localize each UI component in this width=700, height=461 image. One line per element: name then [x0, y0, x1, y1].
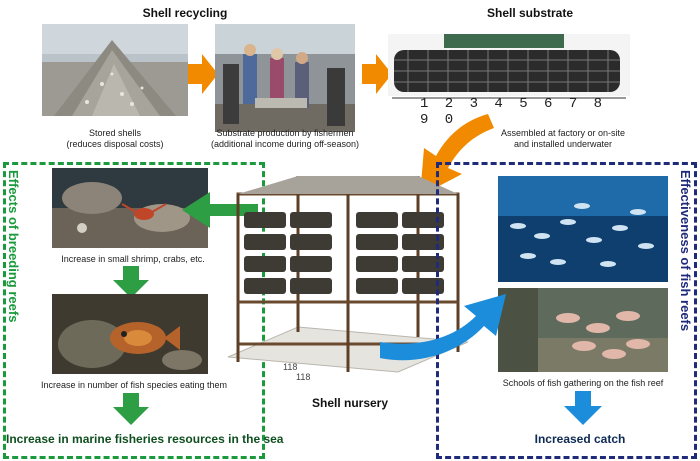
fish-reefs-side-title: Effectiveness of fish reefs [678, 170, 693, 332]
breeding-reefs-side-title: Effects of breeding reefs [6, 170, 21, 323]
assembled-caption: Assembled at factory or on-site and inst… [478, 128, 648, 150]
fish-gathering-caption: Schools of fish gathering on the fish re… [502, 378, 664, 388]
assembled-caption-line-2: and installed underwater [513, 139, 613, 149]
shell-substrate-title: Shell substrate [486, 6, 574, 20]
shell-substrate-photo [388, 34, 630, 118]
orange-arrow-1 [188, 52, 218, 96]
shell-nursery-title: Shell nursery [311, 396, 389, 410]
green-arrow-left [180, 190, 258, 230]
base-label-2: 118 [296, 372, 311, 382]
breeding-reefs-frame [3, 162, 265, 459]
green-arrow-down-2 [113, 393, 149, 425]
shrimp-crab-photo [52, 168, 208, 248]
reef-fish-photo [498, 288, 668, 372]
fish-species-caption: Increase in number of fish species eatin… [40, 380, 228, 390]
substrate-caption-line-1: Substrate production by fishermen [216, 128, 354, 138]
stored-shells-caption-line-1: Stored shells [88, 128, 142, 138]
stored-shells-caption: Stored shells (reduces disposal costs) [40, 128, 190, 150]
assembled-caption-line-1: Assembled at factory or on-site [500, 128, 626, 138]
green-arrow-down-1 [113, 266, 149, 298]
orange-arrow-2 [362, 52, 392, 96]
blue-curved-arrow [380, 286, 506, 366]
substrate-caption: Substrate production by fishermen (addit… [200, 128, 370, 150]
fish-species-photo [52, 294, 208, 374]
fish-reefs-frame [436, 162, 697, 459]
shell-recycling-title: Shell recycling [142, 6, 228, 20]
stored-shells-photo [42, 24, 188, 116]
fishermen-photo [215, 24, 355, 132]
increased-catch-result: Increased catch [534, 432, 626, 446]
blue-arrow-down [564, 391, 602, 425]
shell-nursery-illustration [208, 172, 472, 412]
ruler-digits: 1 2 3 4 5 6 7 8 9 0 [420, 96, 607, 128]
marine-resources-result: Increase in marine fisheries resources i… [6, 432, 284, 446]
base-label-1: 118 [283, 362, 298, 372]
shrimp-caption: Increase in small shrimp, crabs, etc. [61, 254, 205, 264]
fish-school-photo [498, 176, 668, 282]
substrate-caption-line-2: (additional income during off-season) [211, 139, 359, 149]
stored-shells-caption-line-2: (reduces disposal costs) [66, 139, 164, 149]
